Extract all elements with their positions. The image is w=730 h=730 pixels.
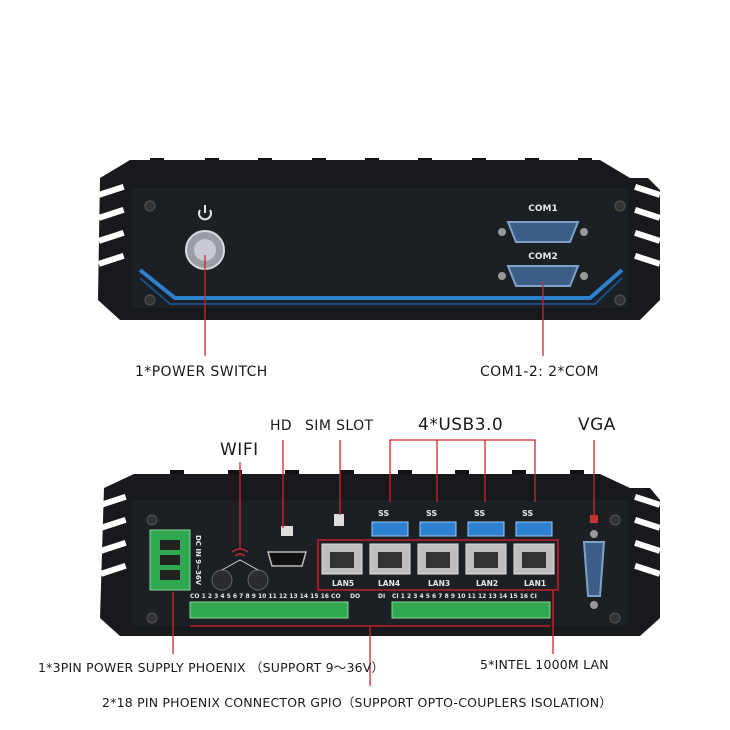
gpio-terminal-left[interactable] bbox=[189, 601, 349, 619]
callout-gpio: 2*18 PIN PHOENIX CONNECTOR GPIO（SUPPORT … bbox=[102, 695, 613, 710]
callout-usb: 4*USB3.0 bbox=[418, 415, 504, 435]
usb-badge-4: SS bbox=[522, 509, 533, 518]
callout-com: COM1-2: 2*COM bbox=[480, 364, 599, 380]
callout-power-switch: 1*POWER SWITCH bbox=[135, 364, 268, 380]
front-panel: COM1 COM2 bbox=[98, 158, 661, 320]
rear-callout-lines bbox=[172, 439, 595, 686]
rear-panel: DC IN 9~36V SS SS SS SS bbox=[99, 470, 661, 636]
lan3-label: LAN3 bbox=[428, 579, 450, 588]
com1-port[interactable] bbox=[498, 221, 588, 243]
vga-port[interactable] bbox=[582, 530, 606, 609]
usb-badge-3: SS bbox=[474, 509, 485, 518]
sim-icon bbox=[334, 514, 344, 526]
front-callout-lines bbox=[204, 255, 544, 356]
hdmi-port[interactable] bbox=[267, 551, 307, 567]
dc-in-label: DC IN 9~36V bbox=[194, 535, 202, 586]
vga-icon bbox=[590, 515, 598, 523]
callout-wifi: WIFI bbox=[220, 440, 259, 460]
lan2-label: LAN2 bbox=[476, 579, 498, 588]
lan1-label: LAN1 bbox=[524, 579, 546, 588]
gpio-right-numbers: CI 1 2 3 4 5 6 7 8 9 10 11 12 13 14 15 1… bbox=[392, 593, 537, 600]
callout-lan: 5*INTEL 1000M LAN bbox=[480, 657, 609, 672]
hdmi-icon bbox=[281, 526, 293, 536]
gpio-terminal-right[interactable] bbox=[391, 601, 551, 619]
power-icon bbox=[198, 205, 212, 221]
com2-port[interactable] bbox=[498, 265, 588, 287]
lan5-label: LAN5 bbox=[332, 579, 354, 588]
gpio-left-tag: DO bbox=[350, 593, 360, 600]
callout-power-supply: 1*3PIN POWER SUPPLY PHOENIX （SUPPORT 9～3… bbox=[38, 660, 385, 675]
usb-ports[interactable] bbox=[371, 521, 553, 537]
gpio-left-numbers: CO 1 2 3 4 5 6 7 8 9 10 11 12 13 14 15 1… bbox=[190, 593, 341, 600]
dc-power-terminal[interactable] bbox=[149, 529, 191, 591]
callout-hd: HD bbox=[270, 418, 293, 434]
lan4-label: LAN4 bbox=[378, 579, 400, 588]
gpio-right-tag: DI bbox=[378, 593, 385, 600]
callout-vga: VGA bbox=[578, 415, 616, 435]
usb-badge-2: SS bbox=[426, 509, 437, 518]
com1-label: COM1 bbox=[528, 204, 557, 214]
wifi-antenna-ports[interactable] bbox=[211, 559, 269, 591]
com2-label: COM2 bbox=[528, 252, 557, 262]
callout-sim-slot: SIM SLOT bbox=[305, 418, 374, 434]
usb-badge-1: SS bbox=[378, 509, 389, 518]
